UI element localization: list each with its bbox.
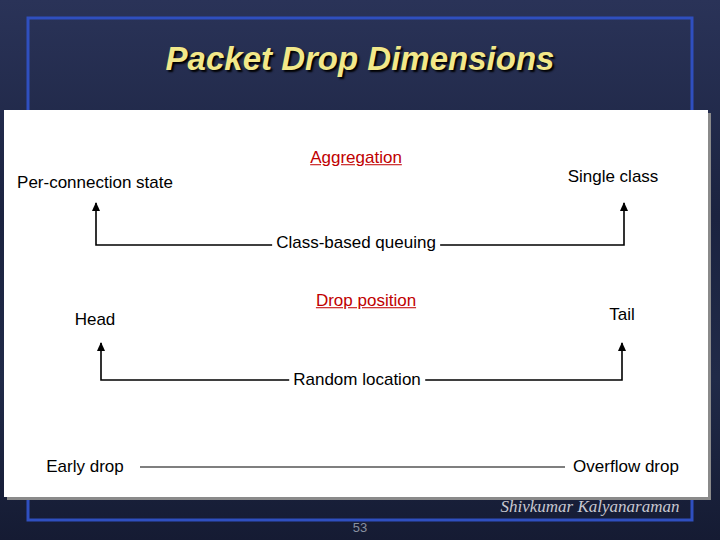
- axis-middle-label: Random location: [289, 370, 425, 390]
- axis-end-label: Single class: [568, 167, 659, 187]
- slide-title: Packet Drop Dimensions: [166, 40, 555, 78]
- axis-middle-label: Class-based queuing: [272, 233, 440, 253]
- drop-timing-line: [140, 466, 565, 467]
- axis-end-label: Overflow drop: [573, 457, 679, 477]
- slide-number: 53: [353, 521, 367, 536]
- dimension-heading: Drop position: [316, 291, 416, 311]
- axis-end-label: Head: [75, 310, 116, 330]
- axis-end-label: Per-connection state: [17, 173, 173, 193]
- axis-end-label: Early drop: [46, 457, 123, 477]
- axis-end-label: Tail: [609, 305, 635, 325]
- author-footer: Shivkumar Kalyanaraman: [501, 497, 680, 517]
- dimension-heading: Aggregation: [310, 148, 402, 168]
